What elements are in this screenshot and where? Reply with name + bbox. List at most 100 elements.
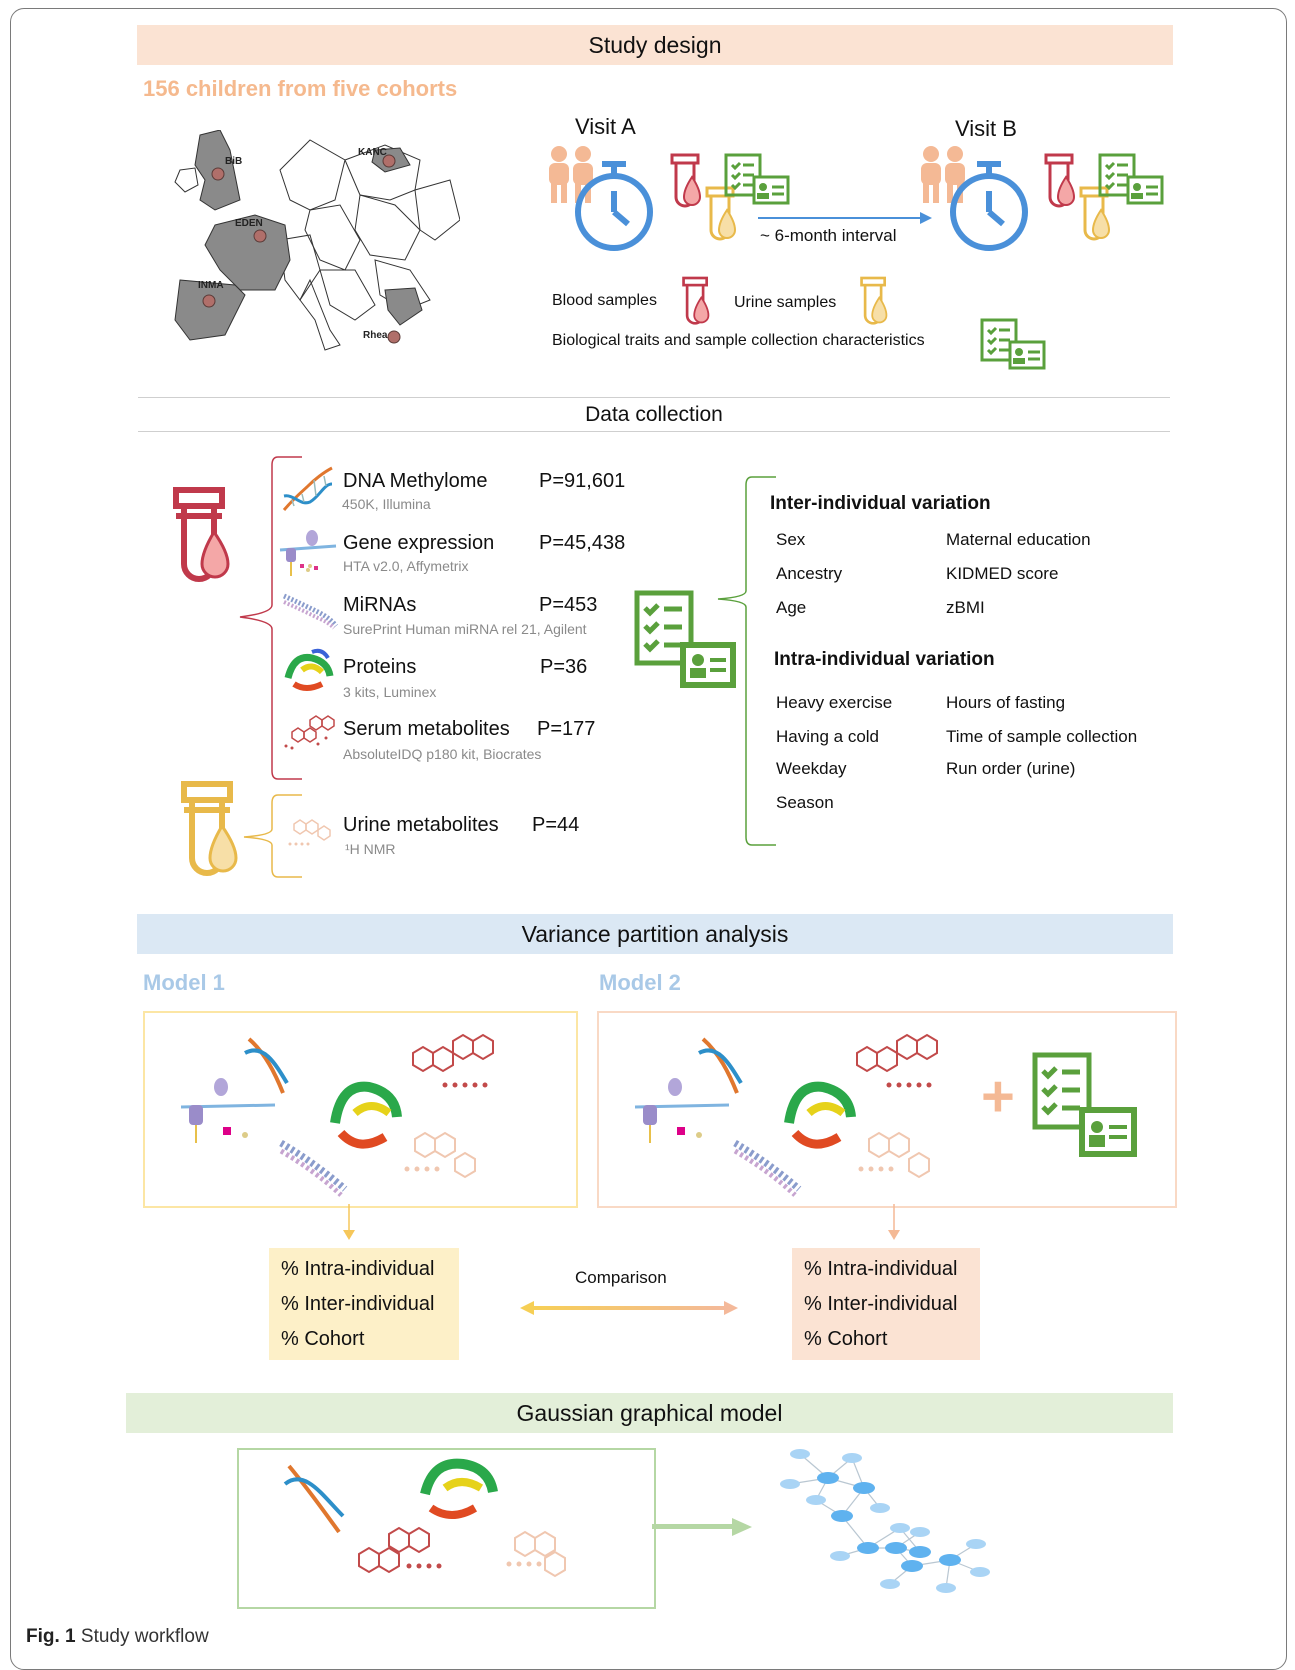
model-2-box: +: [597, 1011, 1177, 1208]
variable: Heavy exercise: [776, 693, 893, 712]
stopwatch-icon: [575, 161, 653, 251]
pct-item: % Inter-individual: [804, 1293, 958, 1315]
cohort-eden: EDEN: [235, 218, 263, 229]
people-icon: [549, 146, 593, 203]
urine-tube-icon: [1079, 186, 1111, 241]
comparison-label: Comparison: [575, 1268, 667, 1287]
divider: [138, 431, 1170, 432]
pct-item: % Inter-individual: [281, 1293, 435, 1315]
urine-tube-icon: [705, 186, 737, 241]
omic-p: P=177: [537, 718, 596, 740]
inter-individual-title: Inter-individual variation: [770, 493, 991, 514]
blood-tube-icon: [682, 276, 710, 325]
omic-name: Serum metabolites: [343, 718, 510, 740]
greece-shape: [384, 287, 423, 326]
omic-name: DNA Methylome: [343, 470, 488, 492]
variable: Run order (urine): [946, 759, 1076, 778]
omic-sub: 450K, Illumina: [342, 496, 431, 512]
gene-expression-icon: [279, 530, 337, 576]
variable: Season: [776, 793, 834, 812]
urine-bracket: [243, 794, 302, 878]
urine-tube-icon: [860, 276, 888, 325]
comparison-arrow: [520, 1301, 738, 1315]
figure-caption-text: Study workflow: [80, 1626, 209, 1647]
figure-label: Fig. 1: [26, 1626, 76, 1647]
traits-bracket: [717, 476, 776, 846]
study-design-banner: Study design: [137, 25, 1173, 65]
down-arrow: [888, 1204, 900, 1240]
omic-p: P=45,438: [539, 532, 626, 554]
mirna-icon: [282, 593, 338, 630]
dna-icon: [282, 466, 333, 511]
urine-tube-large-icon: [181, 781, 238, 876]
traits-clipboard-icon: [1098, 153, 1164, 205]
france-shape: [204, 214, 291, 291]
variable: Having a cold: [776, 727, 880, 746]
visit-a-label: Visit A: [575, 114, 636, 139]
blood-bracket: [239, 456, 302, 780]
model-1-box: [143, 1011, 578, 1208]
pct-item: % Intra-individual: [281, 1258, 435, 1280]
traits-clipboard-icon: [1032, 1052, 1137, 1157]
model-2-title: Model 2: [599, 970, 681, 995]
omic-name: Urine metabolites: [343, 814, 499, 836]
iberia-shape: [174, 279, 246, 341]
cohort-bib: BiB: [225, 156, 242, 167]
stopwatch-icon: [950, 161, 1028, 251]
omic-sub: SurePrint Human miRNA rel 21, Agilent: [343, 621, 587, 637]
traits-clipboard-icon: [724, 153, 790, 205]
model-1-title: Model 1: [143, 970, 225, 995]
pct-item: % Cohort: [281, 1328, 365, 1350]
variable: Sex: [776, 530, 806, 549]
omic-name: Proteins: [343, 656, 417, 678]
interval-arrow: [758, 212, 932, 224]
pct-item: % Intra-individual: [804, 1258, 958, 1280]
omic-sub: HTA v2.0, Affymetrix: [343, 558, 469, 574]
legend-blood-label: Blood samples: [552, 292, 657, 309]
interval-label: ~ 6-month interval: [760, 226, 897, 245]
visit-b-label: Visit B: [955, 116, 1017, 141]
figure-caption: Fig. 1 Study workflow: [26, 1626, 209, 1648]
omic-p: P=44: [532, 814, 580, 836]
blood-tube-icon: [670, 153, 702, 208]
legend-urine-label: Urine samples: [734, 294, 837, 311]
legend-traits-label: Biological traits and sample collection …: [552, 332, 925, 349]
plus-sign: +: [981, 1064, 1015, 1129]
variable: Ancestry: [776, 564, 843, 583]
variable: Time of sample collection: [946, 727, 1138, 746]
omic-sub: 3 kits, Luminex: [343, 684, 437, 700]
urine-metabolite-icon: [288, 819, 331, 846]
omic-sub: ¹H NMR: [345, 841, 396, 857]
divider: [138, 397, 1170, 398]
omic-p: P=453: [539, 594, 598, 616]
omic-name: Gene expression: [343, 532, 495, 554]
variable: Maternal education: [946, 530, 1091, 549]
network-graph: [780, 1449, 990, 1593]
model-1-results: % Intra-individual % Inter-individual % …: [269, 1248, 459, 1360]
pct-item: % Cohort: [804, 1328, 888, 1350]
model-2-results: % Intra-individual % Inter-individual % …: [792, 1248, 980, 1360]
omic-p: P=91,601: [539, 470, 626, 492]
omics-collage: [180, 1033, 494, 1197]
ggm-arrow: [652, 1518, 752, 1536]
ggm-input-box: [237, 1448, 656, 1609]
europe-map: BiB KANC EDEN INMA Rhea: [174, 130, 460, 351]
serum-metabolite-icon: [284, 715, 335, 750]
variable: zBMI: [946, 598, 985, 617]
traits-clipboard-large-icon: [634, 590, 736, 688]
omics-collage: [283, 1458, 566, 1578]
blood-tube-icon: [1044, 153, 1076, 208]
down-arrow: [343, 1204, 355, 1240]
variable: Weekday: [776, 759, 847, 778]
omic-sub: AbsoluteIDQ p180 kit, Biocrates: [343, 746, 542, 762]
variable: Age: [776, 598, 807, 617]
omic-name: MiRNAs: [343, 594, 417, 616]
blood-tube-large-icon: [173, 487, 230, 582]
cohort-kanc: KANC: [358, 147, 387, 158]
intra-individual-title: Intra-individual variation: [774, 649, 995, 670]
ggm-banner: Gaussian graphical model: [126, 1393, 1173, 1433]
omic-p: P=36: [540, 656, 588, 678]
data-collection-title: Data collection: [585, 403, 723, 426]
traits-clipboard-icon: [980, 318, 1046, 370]
variance-partition-banner: Variance partition analysis: [137, 914, 1173, 954]
